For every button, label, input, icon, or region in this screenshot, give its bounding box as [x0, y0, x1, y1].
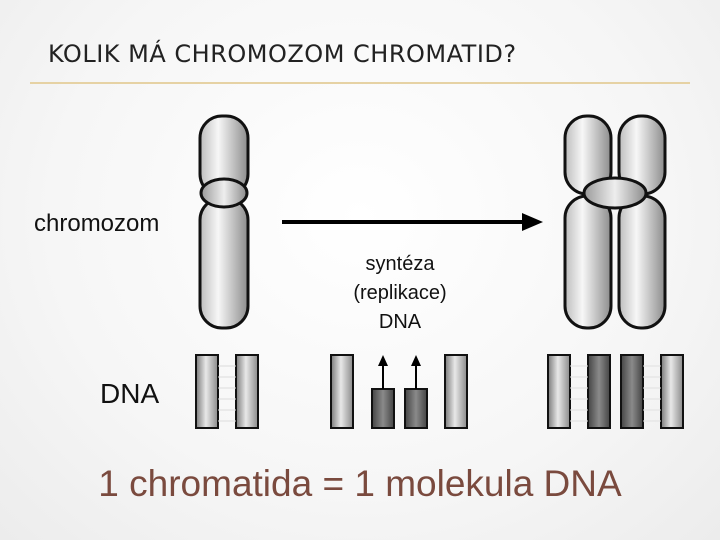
dna-synthesis [330, 354, 468, 429]
chromosome-label: chromozom [34, 210, 160, 237]
slide-title: KOLIK MÁ CHROMOZOM CHROMATID? [48, 40, 517, 68]
synthesis-label: syntéza (replikace) DNA [353, 253, 447, 333]
dna-new-strand [371, 388, 395, 429]
dna-new-strand [404, 388, 428, 429]
title-divider [30, 82, 690, 84]
dna-strand [444, 354, 468, 429]
chromatid-lower-arm [198, 196, 250, 330]
dna-original [195, 354, 259, 429]
replication-arrow-icon [282, 213, 543, 231]
dna-strand [660, 354, 684, 429]
sister-chromatid-right-lower [617, 194, 667, 330]
new-strand-arrow-icon [411, 355, 421, 389]
dna-strand [547, 354, 571, 429]
dna-new-strand [587, 354, 611, 429]
chromosome-single [198, 114, 250, 330]
dna-strand [330, 354, 354, 429]
dna-label: DNA [100, 378, 160, 409]
new-strand-arrow-icon [378, 355, 388, 389]
chromatid-equation: 1 chromatida = 1 molekula DNA [98, 463, 622, 504]
dna-replicated [547, 354, 684, 429]
dna-strand [235, 354, 259, 429]
dna-new-strand [620, 354, 644, 429]
chromosome-duplicated [563, 114, 667, 330]
dna-strand [195, 354, 219, 429]
sister-chromatid-left-lower [563, 194, 613, 330]
centromere-duplicated [582, 176, 648, 210]
centromere [199, 177, 249, 209]
